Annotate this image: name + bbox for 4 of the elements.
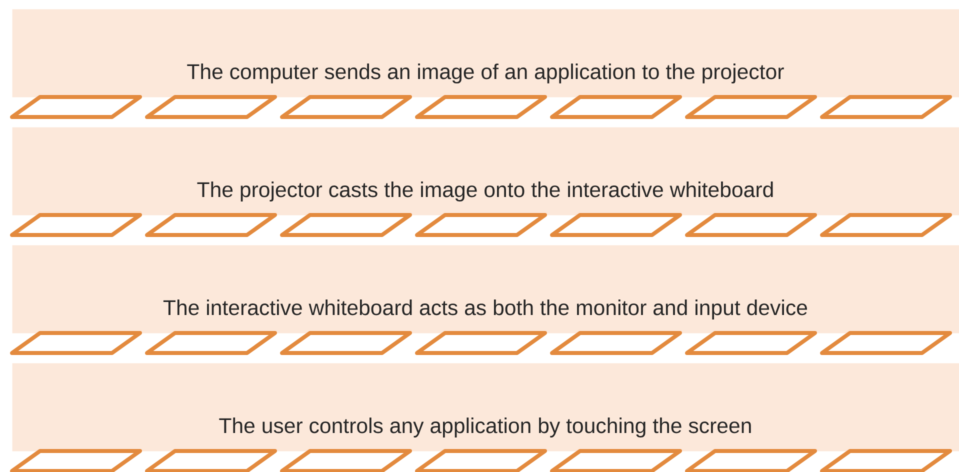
step-band: The interactive whiteboard acts as both the monitor and input device [12,245,959,334]
step-band: The projector casts the image onto the interactive whiteboard [12,127,959,216]
step-band: The computer sends an image of an application to the projector [12,9,959,98]
step-band: The user controls any application by touching the screen [12,363,959,452]
